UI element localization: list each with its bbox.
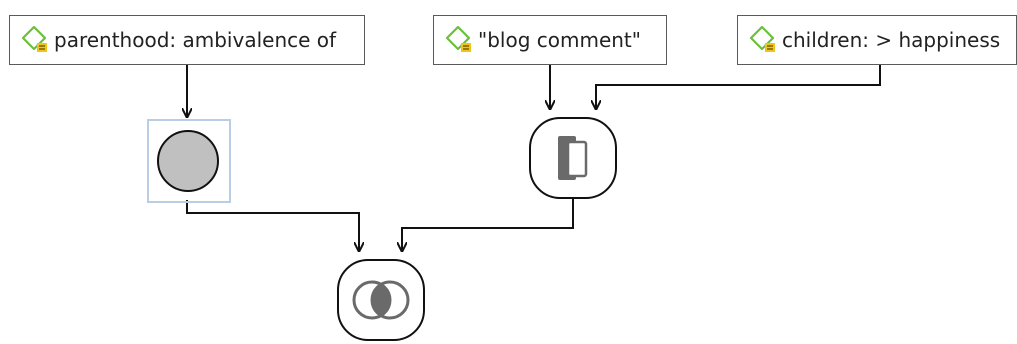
filled-circle-icon xyxy=(157,130,219,192)
code-node-label: parenthood: ambivalence of xyxy=(54,28,337,52)
intersection-operator-node[interactable] xyxy=(336,258,426,342)
code-node-blog-comment[interactable]: "blog comment" xyxy=(433,15,667,65)
intersection-icon xyxy=(352,280,410,320)
selected-circle-node[interactable] xyxy=(147,119,231,203)
document-operator-node[interactable] xyxy=(528,116,618,200)
document-frame-icon xyxy=(558,136,588,180)
code-node-parenthood[interactable]: parenthood: ambivalence of xyxy=(9,15,365,65)
code-diamond-icon xyxy=(445,25,471,52)
code-diamond-icon xyxy=(749,25,775,52)
code-node-label: children: > happiness xyxy=(782,28,1001,52)
selection-frame xyxy=(147,119,231,203)
code-diamond-icon xyxy=(21,25,47,52)
connector-document-to-intersection xyxy=(402,198,574,250)
code-node-label: "blog comment" xyxy=(478,28,641,52)
connector-children-to-document xyxy=(596,65,881,108)
code-node-children-happiness[interactable]: children: > happiness xyxy=(737,15,1017,65)
connector-circle-to-intersection xyxy=(186,200,359,250)
